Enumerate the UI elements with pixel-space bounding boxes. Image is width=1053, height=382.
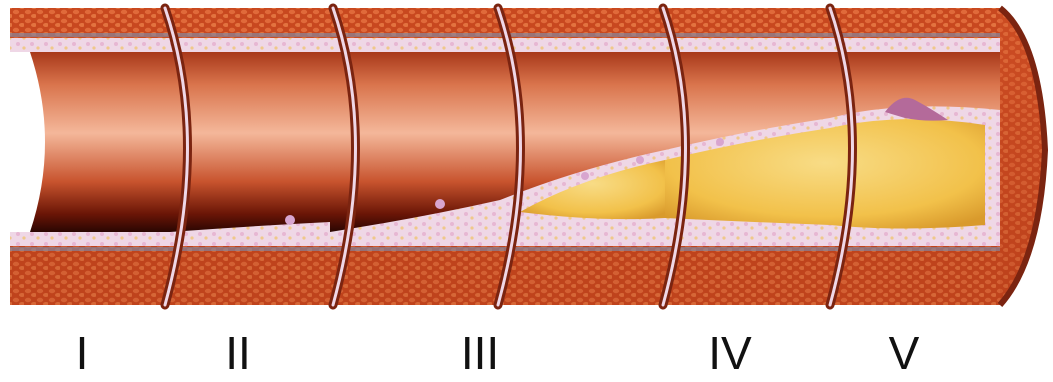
stage-label-3: III (461, 330, 499, 376)
stage-label-4: IV (708, 330, 751, 376)
stage-label-5: V (889, 330, 920, 376)
stage-label-1: I (76, 330, 89, 376)
stage-label-2: II (225, 330, 251, 376)
artery-progression-illustration (0, 0, 1053, 310)
